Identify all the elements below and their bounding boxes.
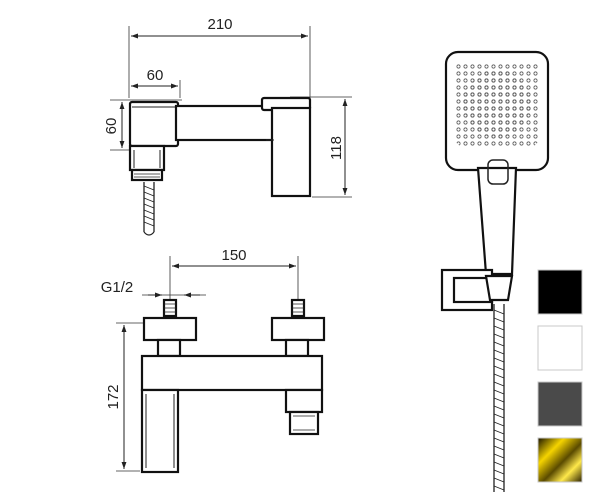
- finish-swatch-gunmetal[interactable]: [537, 381, 583, 427]
- finish-swatch-gold[interactable]: [537, 437, 583, 483]
- left-connector: [142, 298, 198, 358]
- dimension-label-210: 210: [207, 16, 232, 33]
- hand-shower: [440, 50, 550, 492]
- dimension-front-height: 172: [105, 322, 160, 472]
- dimension-connection-spacing: 150: [169, 247, 299, 300]
- thread-label: G1/2: [101, 279, 134, 296]
- dimension-top-offset: 60: [131, 67, 181, 98]
- finish-swatches: [537, 269, 583, 483]
- front-view: 150 G1/2 172: [101, 247, 326, 474]
- finish-swatch-black[interactable]: [537, 269, 583, 315]
- dimension-label-60-vertical: 60: [103, 118, 120, 135]
- right-connector: [270, 298, 326, 358]
- mixer-front-body: [140, 354, 324, 474]
- dimension-label-150: 150: [221, 247, 246, 264]
- dimension-top-height: 118: [290, 96, 352, 198]
- dimension-top-width: 210: [128, 16, 311, 98]
- dimension-label-118: 118: [328, 136, 345, 160]
- mixer-top-body: [128, 96, 312, 236]
- dimension-thread: G1/2: [101, 279, 206, 298]
- dimension-label-172: 172: [105, 384, 122, 409]
- finish-swatch-white[interactable]: [537, 325, 583, 371]
- dimension-label-60-horizontal: 60: [147, 67, 164, 84]
- dimension-top-depth: 60: [103, 99, 182, 151]
- top-view: 210 60 60 118: [103, 16, 352, 236]
